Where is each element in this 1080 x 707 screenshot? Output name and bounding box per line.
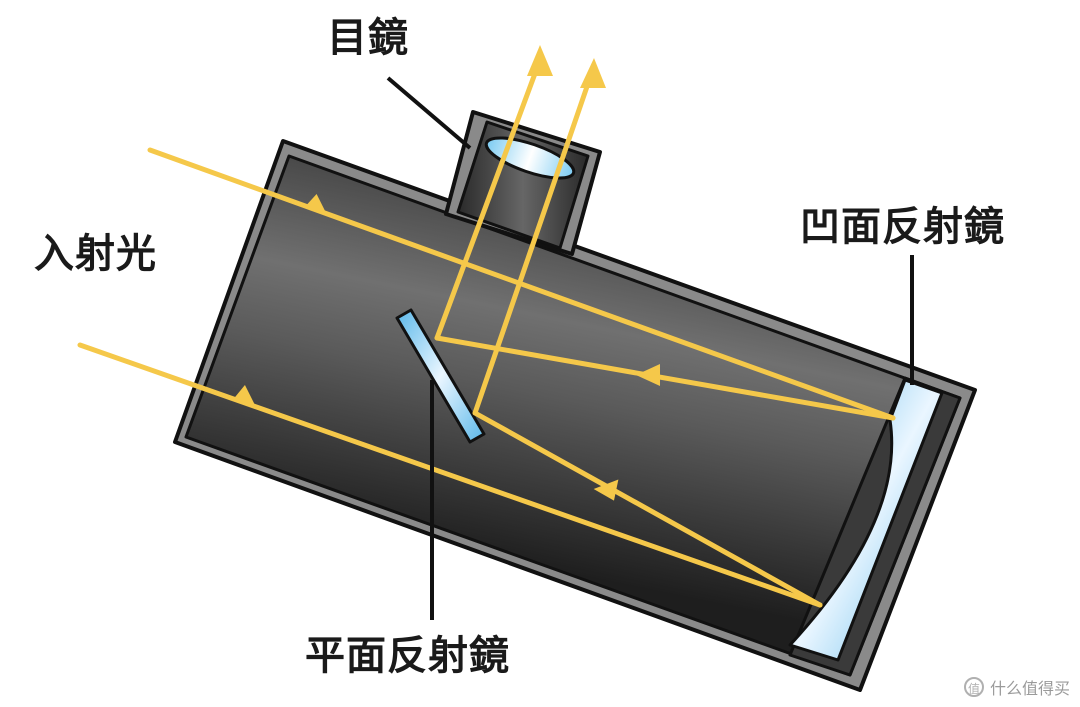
arrow-icon — [233, 385, 257, 408]
eyepiece-leader — [386, 76, 472, 150]
watermark: 值 什么值得买 — [963, 675, 1070, 699]
lower-exit-ray — [472, 69, 595, 416]
lower-reflected-ray — [472, 410, 823, 608]
concave-mirror-label: 凹面反射鏡 — [800, 204, 1005, 250]
arrow-icon — [593, 479, 619, 501]
eyepiece-label: 目鏡 — [327, 15, 409, 61]
arrow-icon — [527, 45, 553, 76]
light-rays — [77, 57, 896, 608]
concave-mirror-icon — [788, 378, 944, 662]
arrow-icon — [580, 58, 606, 88]
arrow-icon — [636, 364, 660, 386]
arrow-icon — [304, 193, 328, 217]
watermark-text: 什么值得买 — [989, 679, 1070, 698]
flat-mirror-label: 平面反射鏡 — [305, 633, 510, 679]
leader-lines — [386, 76, 914, 620]
upper-reflected-ray — [434, 335, 896, 421]
ray-arrows — [233, 45, 660, 501]
lower-incident-ray — [77, 342, 823, 608]
flat-mirror-icon — [395, 308, 486, 444]
incident-light-label: 入射光 — [34, 231, 157, 277]
watermark-logo-icon: 值 — [963, 677, 984, 697]
upper-exit-ray — [434, 57, 543, 341]
